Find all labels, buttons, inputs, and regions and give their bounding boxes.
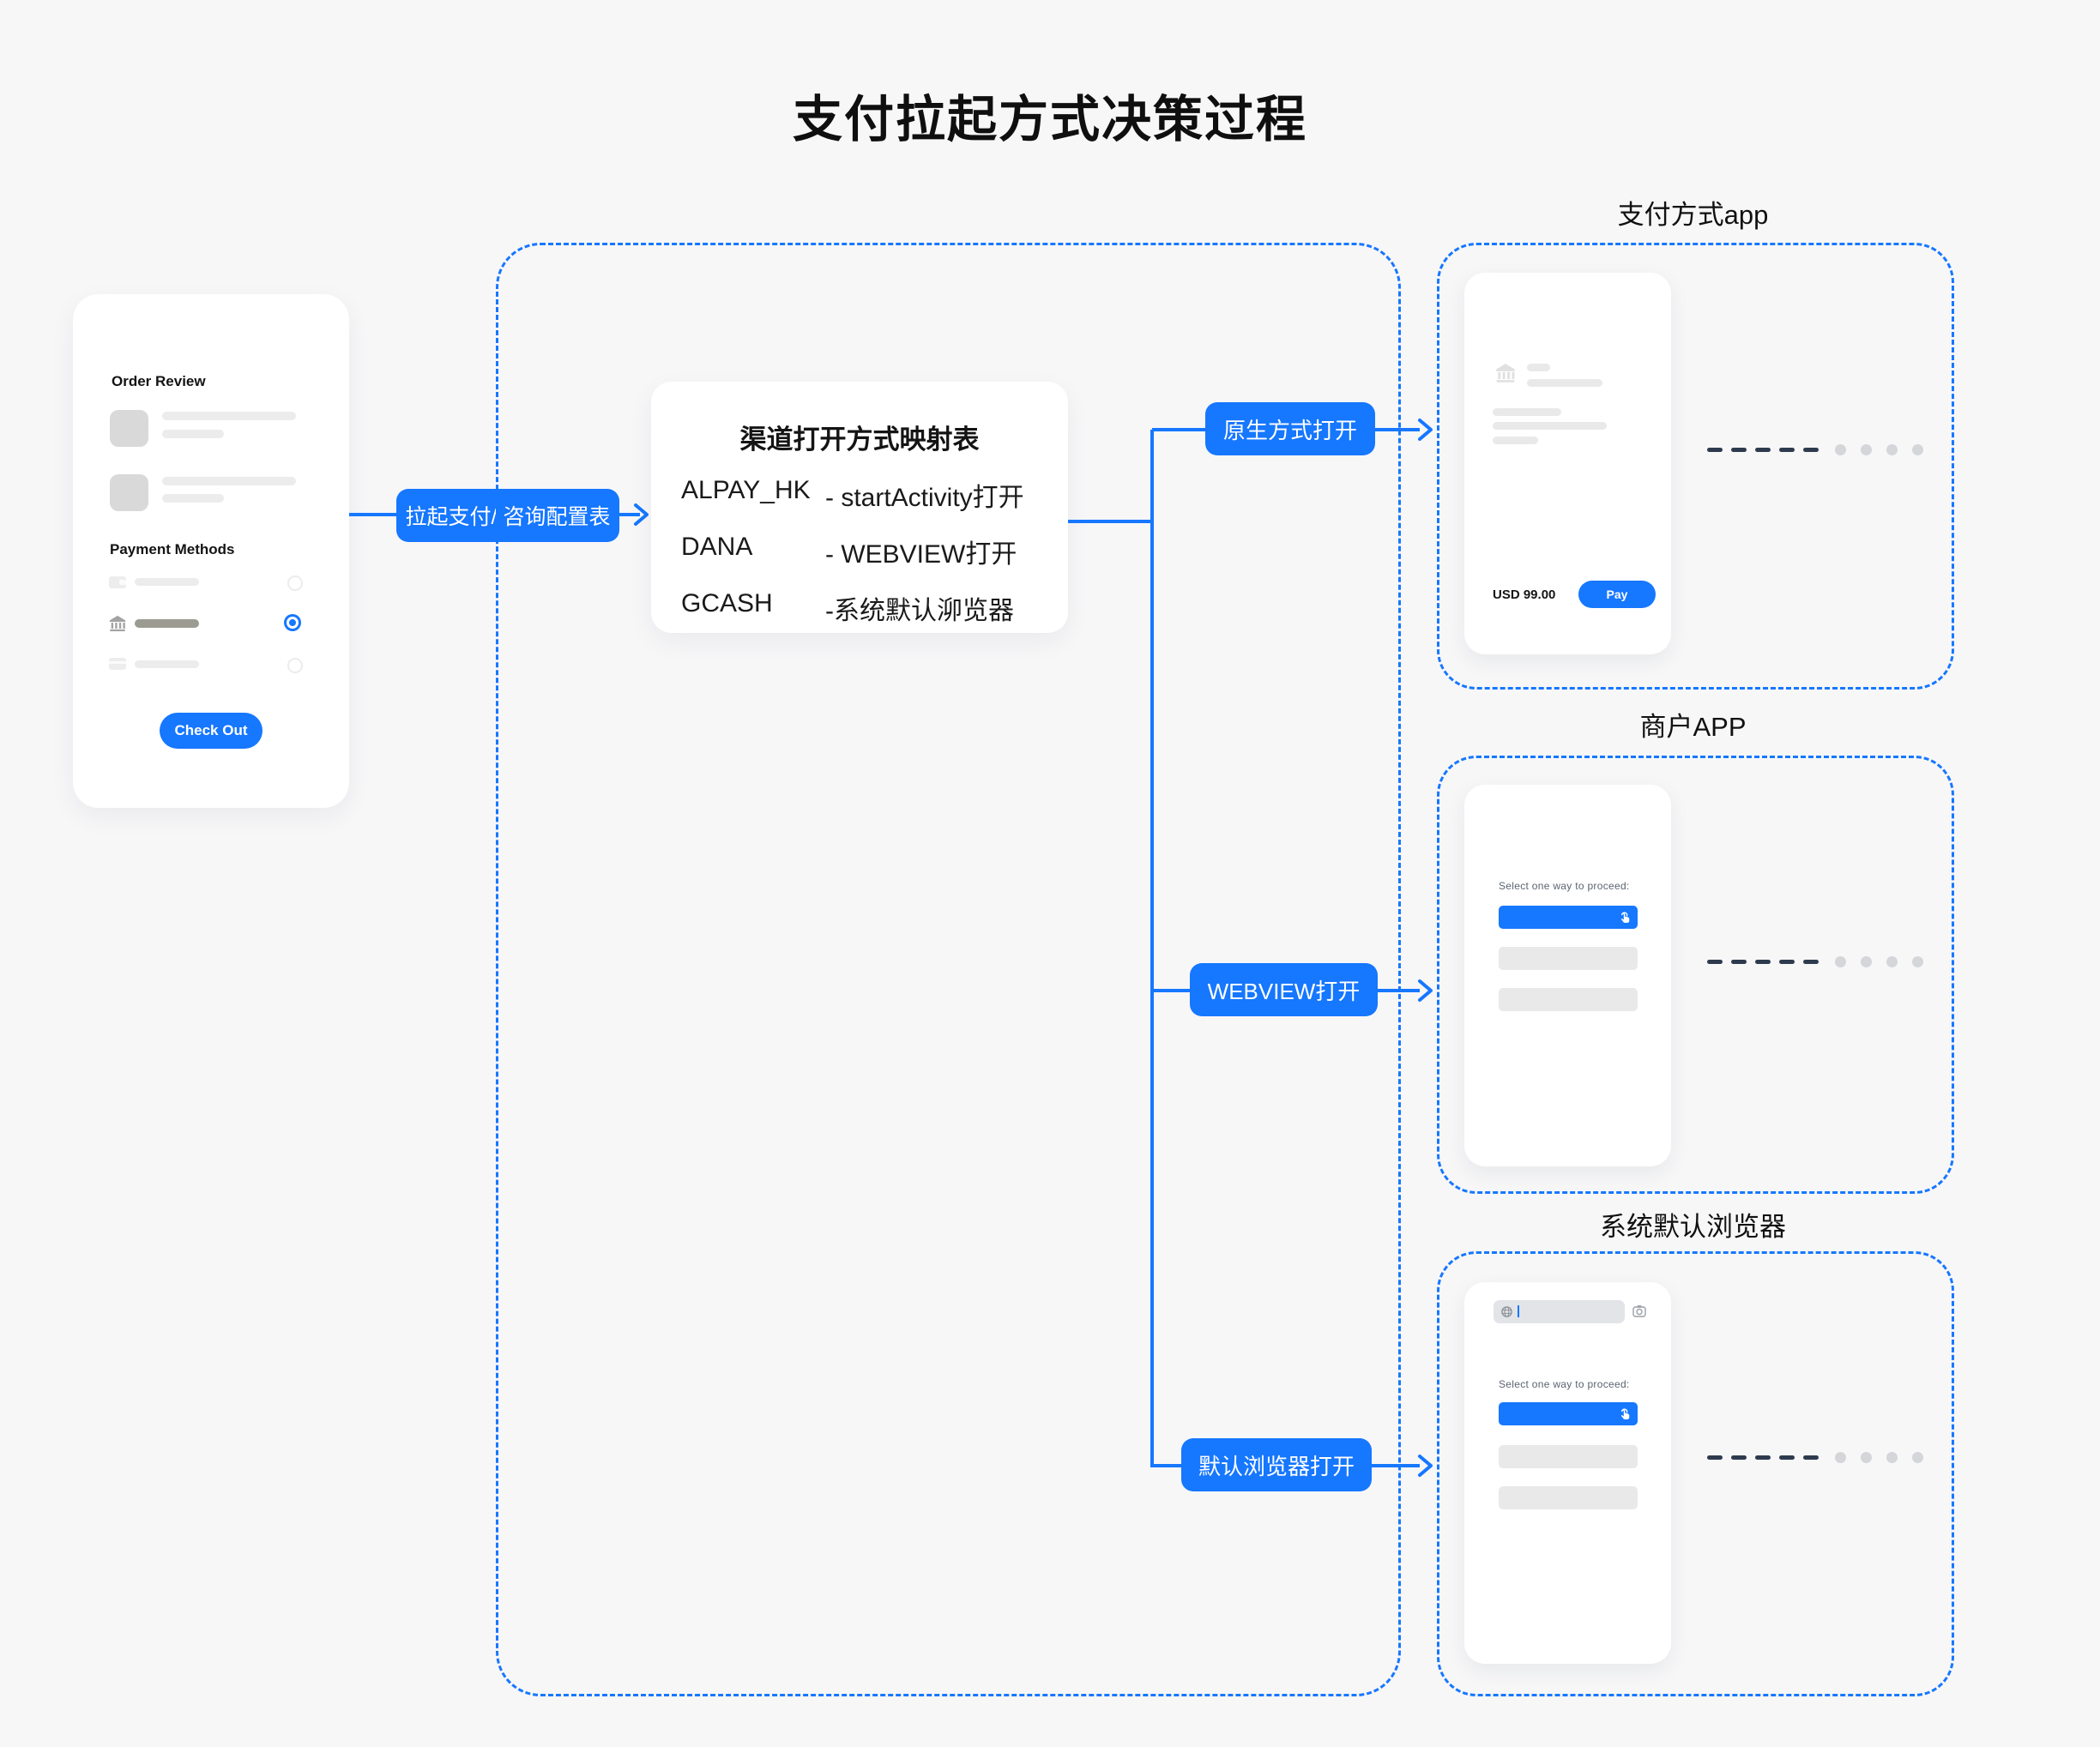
option-bar[interactable] (1499, 1486, 1638, 1509)
camera-icon[interactable] (1632, 1304, 1646, 1317)
ellipsis-dashes (1707, 960, 1819, 964)
target-label-default-browser: 系统默认浏览器 (1600, 1212, 1786, 1242)
skeleton-line (1527, 364, 1550, 371)
ellipsis-dots (1835, 444, 1923, 455)
payment-app-container (1437, 243, 1954, 690)
channel-open-method: -系统默认泖览器 (825, 597, 1014, 625)
payment-methods-heading: Payment Methods (110, 541, 235, 557)
merchant-app-container (1437, 756, 1954, 1194)
order-review-heading: Order Review (112, 373, 206, 389)
channel-name: GCASH (681, 589, 773, 617)
connector-line (619, 513, 640, 516)
ellipsis-dashes (1707, 1455, 1819, 1460)
globe-icon (1501, 1306, 1512, 1317)
proceed-prompt: Select one way to proceed: (1499, 880, 1630, 892)
branch-pill-webview: WEBVIEW打开 (1190, 963, 1378, 1016)
mapping-row: DANA - WEBVIEW打开 (681, 533, 1024, 570)
option-bar[interactable] (1499, 988, 1638, 1011)
mapping-table-rows: ALPAY_HK - startActivity打开 DANA - WEBVIE… (681, 476, 1024, 627)
check-out-button[interactable]: Check Out (160, 713, 262, 749)
target-label-merchant-app: 商户APP (1639, 712, 1747, 742)
selected-option-bar[interactable] (1499, 1402, 1638, 1425)
tap-cursor-icon (1620, 1408, 1630, 1419)
connector-line (1372, 1464, 1420, 1467)
bank-icon (107, 614, 128, 637)
browser-phone: Select one way to proceed: (1464, 1282, 1671, 1664)
trigger-label-pill: 拉起支付/ 咨询配置表 (396, 489, 619, 542)
proceed-prompt: Select one way to proceed: (1499, 1378, 1630, 1390)
address-bar[interactable] (1494, 1300, 1625, 1323)
order-item-thumbnail (110, 474, 148, 511)
skeleton-line (1493, 437, 1538, 444)
skeleton-line (1493, 422, 1607, 430)
connector-line (1068, 520, 1152, 523)
decision-container (496, 243, 1401, 1696)
radio-button[interactable] (287, 575, 303, 591)
channel-open-method: - startActivity打开 (825, 484, 1024, 512)
radio-button[interactable] (287, 658, 303, 673)
target-label-payment-app: 支付方式app (1617, 200, 1769, 230)
ellipsis-dots (1835, 1452, 1923, 1463)
order-item-line (162, 412, 296, 420)
arrowhead-icon (1418, 419, 1433, 441)
branch-pill-default-browser: 默认浏览器打开 (1181, 1438, 1372, 1491)
tap-cursor-icon (1620, 912, 1630, 923)
channel-name: ALPAY_HK (681, 476, 811, 504)
credit-card-icon (108, 656, 127, 676)
payment-app-phone: USD 99.00 Pay (1464, 273, 1671, 654)
selected-option-bar[interactable] (1499, 906, 1638, 929)
arrowhead-icon (1418, 979, 1433, 1002)
payment-option-line (135, 578, 199, 586)
connector-line (1152, 428, 1205, 431)
pay-button[interactable]: Pay (1578, 581, 1656, 608)
ellipsis-dashes (1707, 448, 1819, 452)
default-browser-container (1437, 1251, 1954, 1696)
order-item-thumbnail (110, 410, 148, 447)
channel-open-method: - WEBVIEW打开 (825, 540, 1017, 569)
bank-icon (1494, 362, 1518, 389)
arrowhead-icon (1418, 1455, 1433, 1477)
mapping-row: ALPAY_HK - startActivity打开 (681, 476, 1024, 514)
payment-option-line-selected (135, 619, 199, 628)
arrowhead-icon (634, 503, 649, 526)
mapping-table-card: 渠道打开方式映射表 ALPAY_HK - startActivity打开 DAN… (651, 382, 1068, 633)
payment-option-line (135, 660, 199, 668)
connector-line (1378, 989, 1420, 992)
option-bar[interactable] (1499, 1445, 1638, 1468)
wallet-icon (108, 574, 127, 595)
connector-line (349, 513, 396, 516)
checkout-phone-card: Order Review Payment Methods Check Out (73, 294, 349, 808)
page-title: 支付拉起方式决策过程 (792, 92, 1307, 148)
ellipsis-dots (1835, 956, 1923, 967)
order-item-line (162, 430, 224, 438)
order-item-line (162, 494, 224, 503)
connector-line (1152, 989, 1190, 992)
branch-pill-native: 原生方式打开 (1205, 402, 1375, 455)
radio-button-selected[interactable] (287, 617, 299, 629)
skeleton-line (1527, 379, 1602, 387)
merchant-app-phone: Select one way to proceed: (1464, 785, 1671, 1166)
connector-line (1152, 1464, 1181, 1467)
channel-name: DANA (681, 533, 753, 561)
option-bar[interactable] (1499, 947, 1638, 970)
branch-trunk-line (1150, 430, 1154, 1467)
skeleton-line (1493, 408, 1561, 416)
connector-line (1375, 428, 1420, 431)
text-cursor (1518, 1305, 1519, 1317)
amount-text: USD 99.00 (1493, 587, 1556, 602)
mapping-table-title: 渠道打开方式映射表 (739, 425, 980, 455)
mapping-row: GCASH -系统默认泖览器 (681, 589, 1024, 627)
order-item-line (162, 477, 296, 485)
